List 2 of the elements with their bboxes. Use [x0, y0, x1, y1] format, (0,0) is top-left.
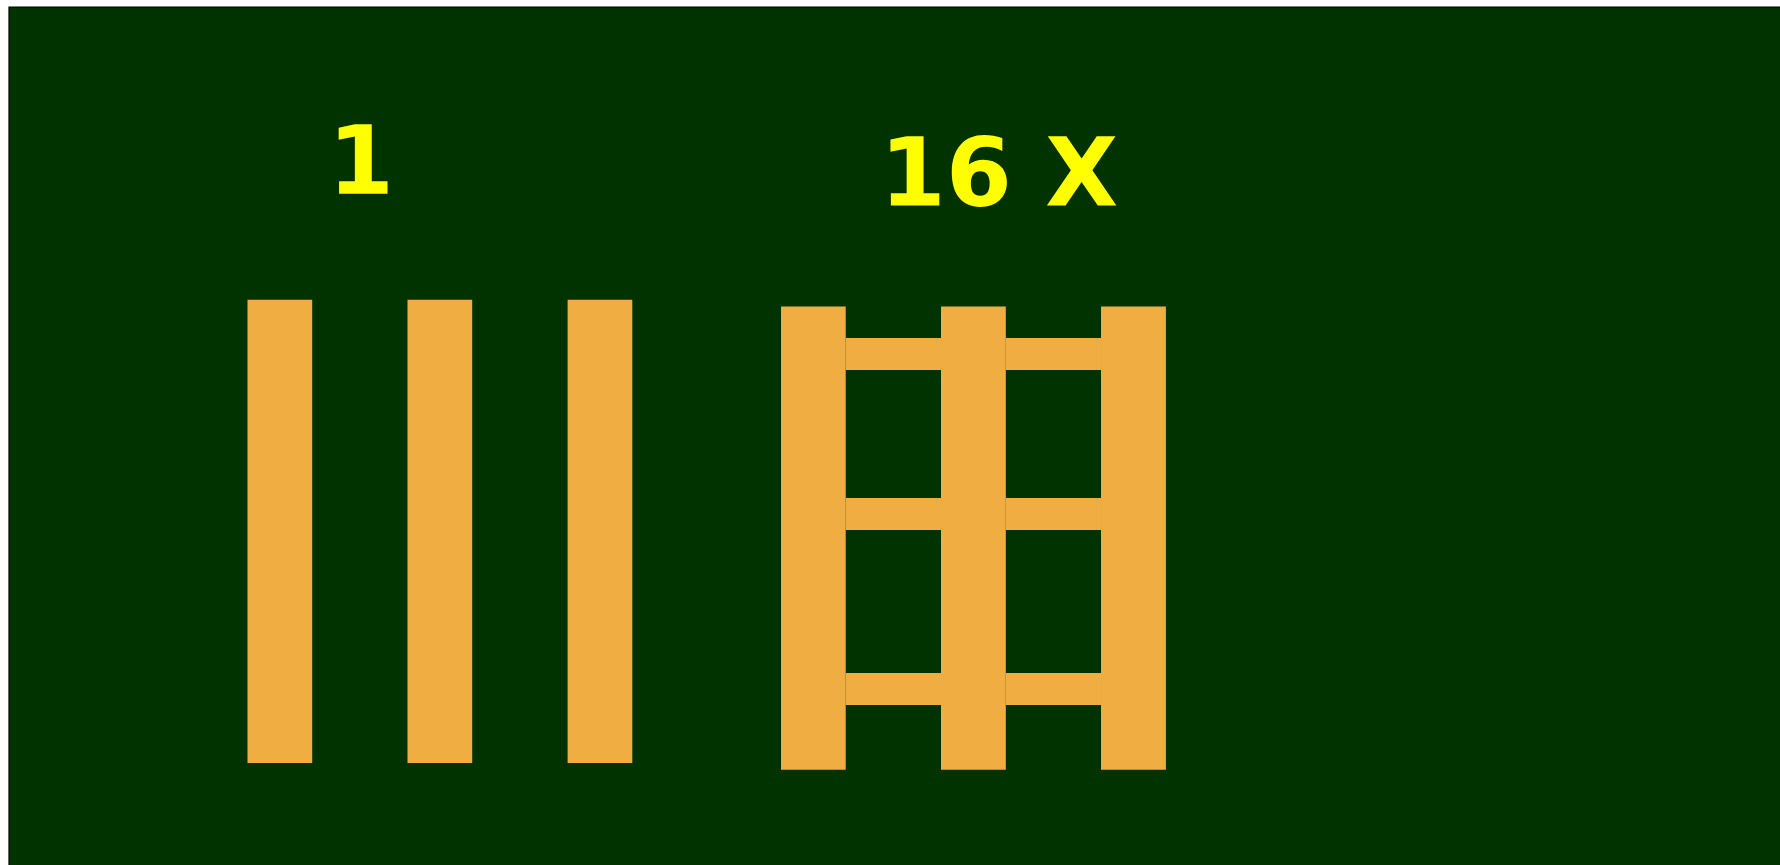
number-label: 16 X — [890, 135, 1117, 207]
number-label: 1 — [338, 124, 388, 194]
